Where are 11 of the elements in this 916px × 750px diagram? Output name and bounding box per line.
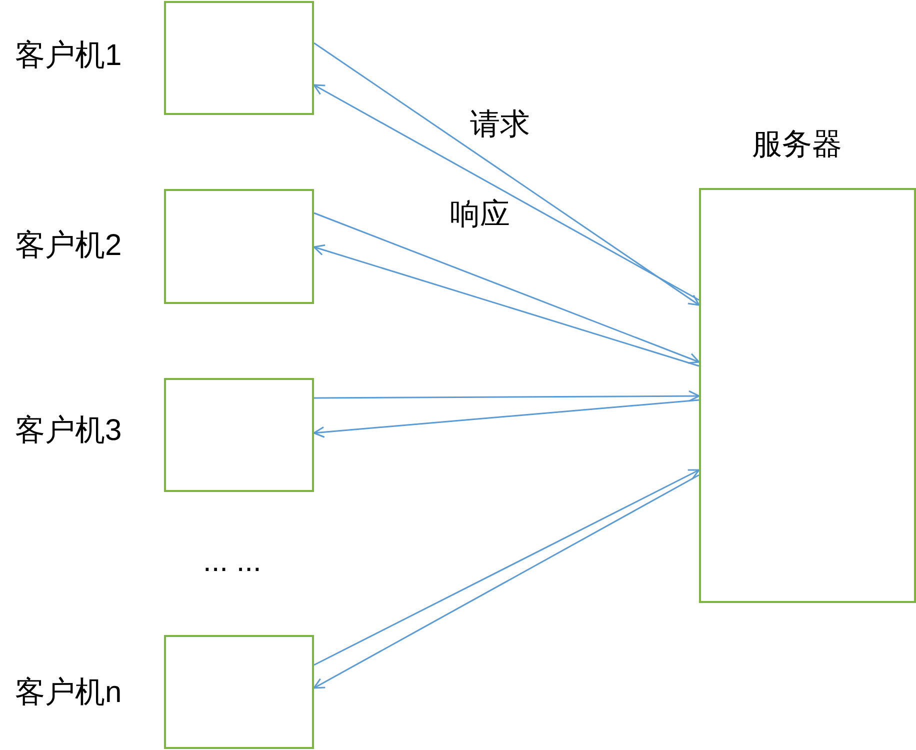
server-label: 服务器 (752, 127, 842, 163)
client-label: 客户机3 (15, 413, 122, 449)
arrow (314, 390, 700, 402)
arrow (313, 399, 700, 438)
arrow (314, 42, 700, 306)
client-label: 客户机1 (15, 38, 122, 74)
arrow (313, 244, 700, 367)
arrow (313, 84, 700, 301)
arrow (314, 212, 700, 364)
client-label: 客户机2 (15, 228, 122, 264)
client-label: 客户机n (15, 675, 122, 711)
